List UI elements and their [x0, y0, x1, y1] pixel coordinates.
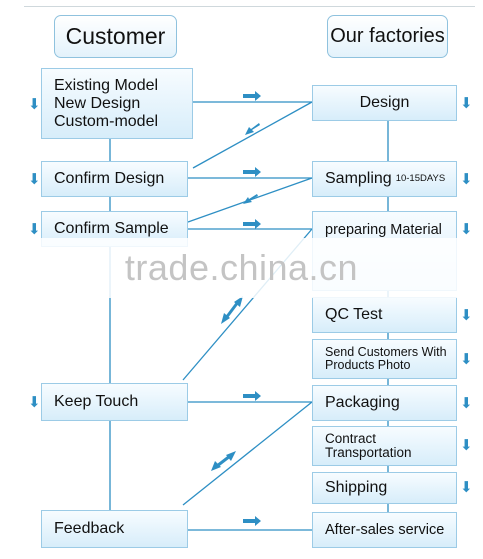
factory-header: Our factories — [327, 15, 448, 58]
send-photo-box: Send Customers With Products Photo — [312, 339, 457, 379]
arrow-right-icon — [243, 167, 261, 177]
confirm-design-box: Confirm Design — [41, 161, 188, 197]
link-design-to-confirm — [192, 101, 313, 169]
link-feedback-to-packaging — [182, 401, 313, 506]
arrow-down-icon: ⬇ — [28, 171, 41, 188]
arrow-right-icon — [243, 391, 261, 401]
option-custom-model: Custom-model — [54, 112, 159, 130]
arrow-down-icon: ⬇ — [460, 95, 473, 112]
double-arrow-icon — [216, 454, 231, 468]
arrow-down-icon: ⬇ — [460, 307, 473, 324]
arrow-down-icon: ⬇ — [460, 221, 473, 238]
arrow-left-down-icon — [245, 123, 260, 135]
contract-transport-box: Contract Transportation — [312, 426, 457, 466]
customer-header: Customer — [54, 15, 177, 58]
after-sales-box: After-sales service — [312, 512, 457, 548]
arrow-right-icon — [243, 219, 261, 229]
model-options-box: Existing Model New Design Custom-model — [41, 68, 193, 139]
double-arrow-icon — [224, 301, 240, 319]
shipping-box: Shipping — [312, 472, 457, 504]
packaging-box: Packaging — [312, 385, 457, 421]
top-rule — [24, 6, 475, 7]
send-photo-line-2: Products Photo — [325, 358, 411, 372]
arrow-right-icon — [243, 516, 261, 526]
contract-line-1: Contract — [325, 431, 377, 446]
arrow-down-icon: ⬇ — [460, 395, 473, 412]
arrow-down-icon: ⬇ — [460, 479, 473, 496]
contract-line-2: Transportation — [325, 445, 412, 460]
watermark: trade.china.cn — [0, 238, 483, 298]
arrow-right-icon — [243, 91, 261, 101]
arrow-down-icon: ⬇ — [28, 394, 41, 411]
keep-touch-box: Keep Touch — [41, 383, 188, 421]
arrow-down-icon: ⬇ — [460, 437, 473, 454]
sampling-days: 10-15DAYS — [395, 173, 446, 184]
option-new-design: New Design — [54, 94, 141, 112]
arrow-down-icon: ⬇ — [460, 351, 473, 368]
arrow-left-down-icon — [243, 194, 258, 204]
sampling-box: Sampling 10-15DAYS — [312, 161, 457, 197]
arrow-down-icon: ⬇ — [28, 96, 41, 113]
feedback-box: Feedback — [41, 510, 188, 548]
send-photo-line-1: Send Customers With — [325, 345, 447, 359]
sampling-label: Sampling — [325, 170, 392, 187]
qc-test-box: QC Test — [312, 297, 457, 333]
option-existing-model: Existing Model — [54, 76, 159, 94]
arrow-down-icon: ⬇ — [28, 221, 41, 238]
arrow-down-icon: ⬇ — [460, 171, 473, 188]
design-box: Design — [312, 85, 457, 121]
